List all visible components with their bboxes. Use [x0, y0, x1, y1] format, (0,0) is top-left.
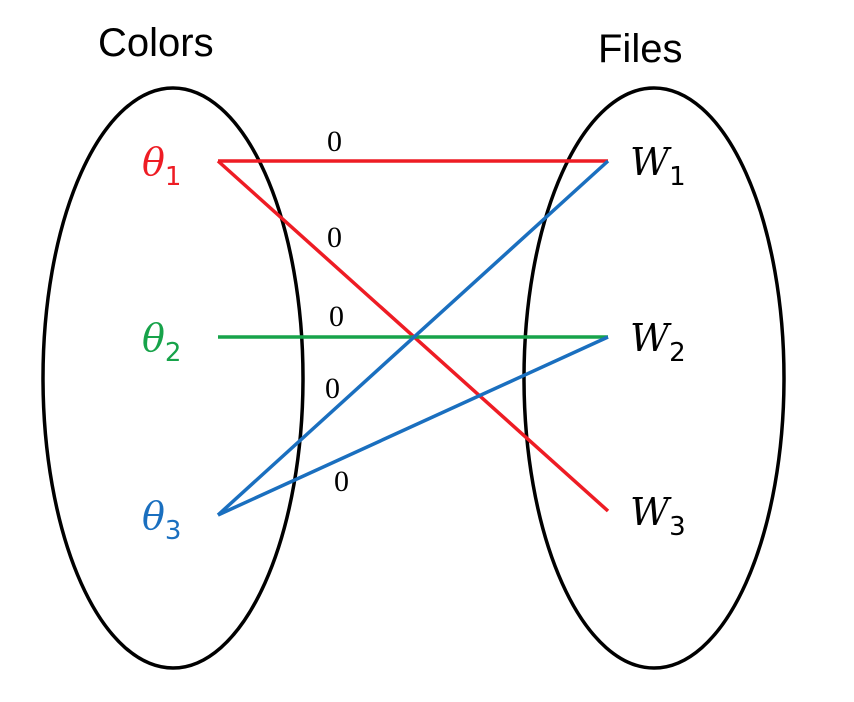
color-node-theta2: θ2 [142, 316, 181, 368]
edge-label: 0 [327, 125, 342, 158]
node-subscript: 1 [165, 162, 182, 192]
node-subscript: 3 [669, 512, 686, 542]
files-set-ellipse [522, 86, 786, 670]
node-subscript: 2 [165, 338, 182, 368]
colors-set-ellipse [41, 86, 305, 670]
file-node-w2: W2 [630, 316, 686, 368]
edge-label: 0 [327, 221, 342, 254]
node-subscript: 3 [165, 516, 182, 546]
edge-theta3-w2 [217, 335, 609, 517]
file-node-w1: W1 [630, 140, 686, 192]
node-symbol: W [630, 316, 672, 360]
node-symbol: W [630, 140, 672, 184]
node-subscript: 2 [669, 338, 686, 368]
edge-label: 0 [329, 300, 344, 333]
edge-labels-layer: 0 0 0 0 0 [325, 125, 349, 498]
edge-label: 0 [334, 465, 349, 498]
edge-theta3-w1 [216, 159, 610, 517]
colors-set-title: Colors [98, 21, 214, 65]
file-node-w3: W3 [630, 490, 686, 542]
edges-layer [216, 159, 610, 517]
edge-label: 0 [325, 372, 340, 405]
files-set-title: Files [598, 27, 682, 71]
node-subscript: 1 [669, 162, 686, 192]
color-node-theta1: θ1 [142, 140, 181, 192]
node-symbol: θ [142, 316, 165, 360]
color-node-theta3: θ3 [142, 494, 181, 546]
node-symbol: θ [142, 494, 165, 538]
node-symbol: W [630, 490, 672, 534]
node-symbol: θ [142, 140, 165, 184]
